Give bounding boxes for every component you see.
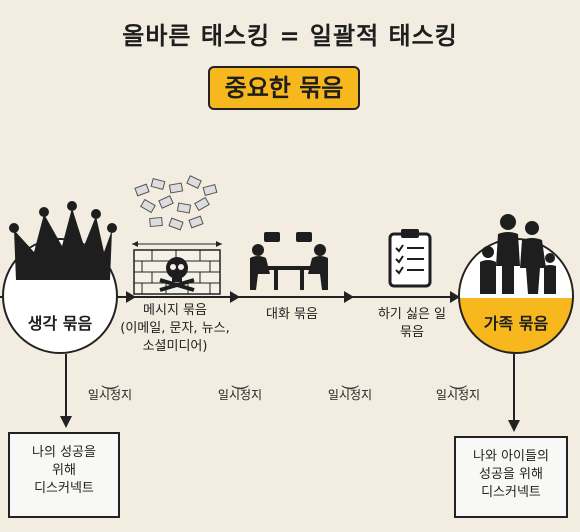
- pause-2: ⏝ 일시정지: [200, 368, 280, 403]
- checklist-icon: [388, 229, 432, 288]
- note-right-line1: 나와 아이들의: [473, 449, 549, 464]
- note-right-line3: 디스커넥트: [481, 485, 541, 500]
- pause-3: ⏝ 일시정지: [310, 368, 390, 403]
- todo-batch-line2: 묶음: [400, 325, 424, 340]
- family-icon: [480, 214, 556, 294]
- pause-2-label: 일시정지: [217, 388, 263, 402]
- pause-3-brace: ⏝: [341, 368, 359, 389]
- pause-3-label: 일시정지: [327, 388, 373, 402]
- pause-1: ⏝ 일시정지: [70, 368, 150, 403]
- note-right-line2: 성공을 위해: [479, 467, 543, 482]
- message-batch-line2: (이메일, 문자, 뉴스,: [120, 321, 230, 336]
- note-left-line1: 나의 성공을: [32, 445, 96, 460]
- pause-4-label: 일시정지: [435, 388, 481, 402]
- message-batch-line3: 소셜미디어): [142, 339, 208, 354]
- family-batch-label: 가족 묶음: [483, 314, 549, 333]
- todo-batch-label: 하기 싫은 일 묶음: [360, 306, 464, 342]
- skull-wall-icon: [132, 241, 222, 295]
- connector-right-head: [508, 420, 520, 432]
- thought-batch-label: 생각 묶음: [27, 314, 93, 333]
- conversation-batch-label: 대화 묶음: [266, 307, 318, 322]
- todo-batch-line1: 하기 싫은 일: [377, 307, 447, 322]
- flow-line: [0, 296, 520, 298]
- note-left-line2: 위해: [52, 463, 76, 478]
- page-title: 올바른 태스킹 = 일괄적 태스킹: [122, 22, 458, 50]
- pause-1-brace: ⏝: [101, 368, 119, 389]
- arrow-head-2: [230, 291, 240, 303]
- meeting-icon: [250, 232, 328, 290]
- pause-2-brace: ⏝: [231, 368, 249, 389]
- note-right: 나와 아이들의 성공을 위해 디스커넥트: [454, 436, 568, 518]
- arrow-head-1: [126, 291, 136, 303]
- crown-icon: [9, 201, 117, 280]
- arrow-head-4: [450, 291, 460, 303]
- note-left: 나의 성공을 위해 디스커넥트: [8, 432, 120, 518]
- message-batch-line1: 메시지 묶음: [143, 303, 207, 318]
- pause-4-brace: ⏝: [449, 368, 467, 389]
- mail-pile-icon: [134, 175, 218, 231]
- message-batch-label: 메시지 묶음 (이메일, 문자, 뉴스, 소셜미디어): [110, 302, 240, 356]
- pause-1-label: 일시정지: [87, 388, 133, 402]
- note-left-line3: 디스커넥트: [34, 481, 94, 496]
- pause-4: ⏝ 일시정지: [418, 368, 498, 403]
- arrow-head-3: [344, 291, 354, 303]
- subtitle-badge: 중요한 묶음: [208, 66, 360, 110]
- connector-left-head: [60, 416, 72, 428]
